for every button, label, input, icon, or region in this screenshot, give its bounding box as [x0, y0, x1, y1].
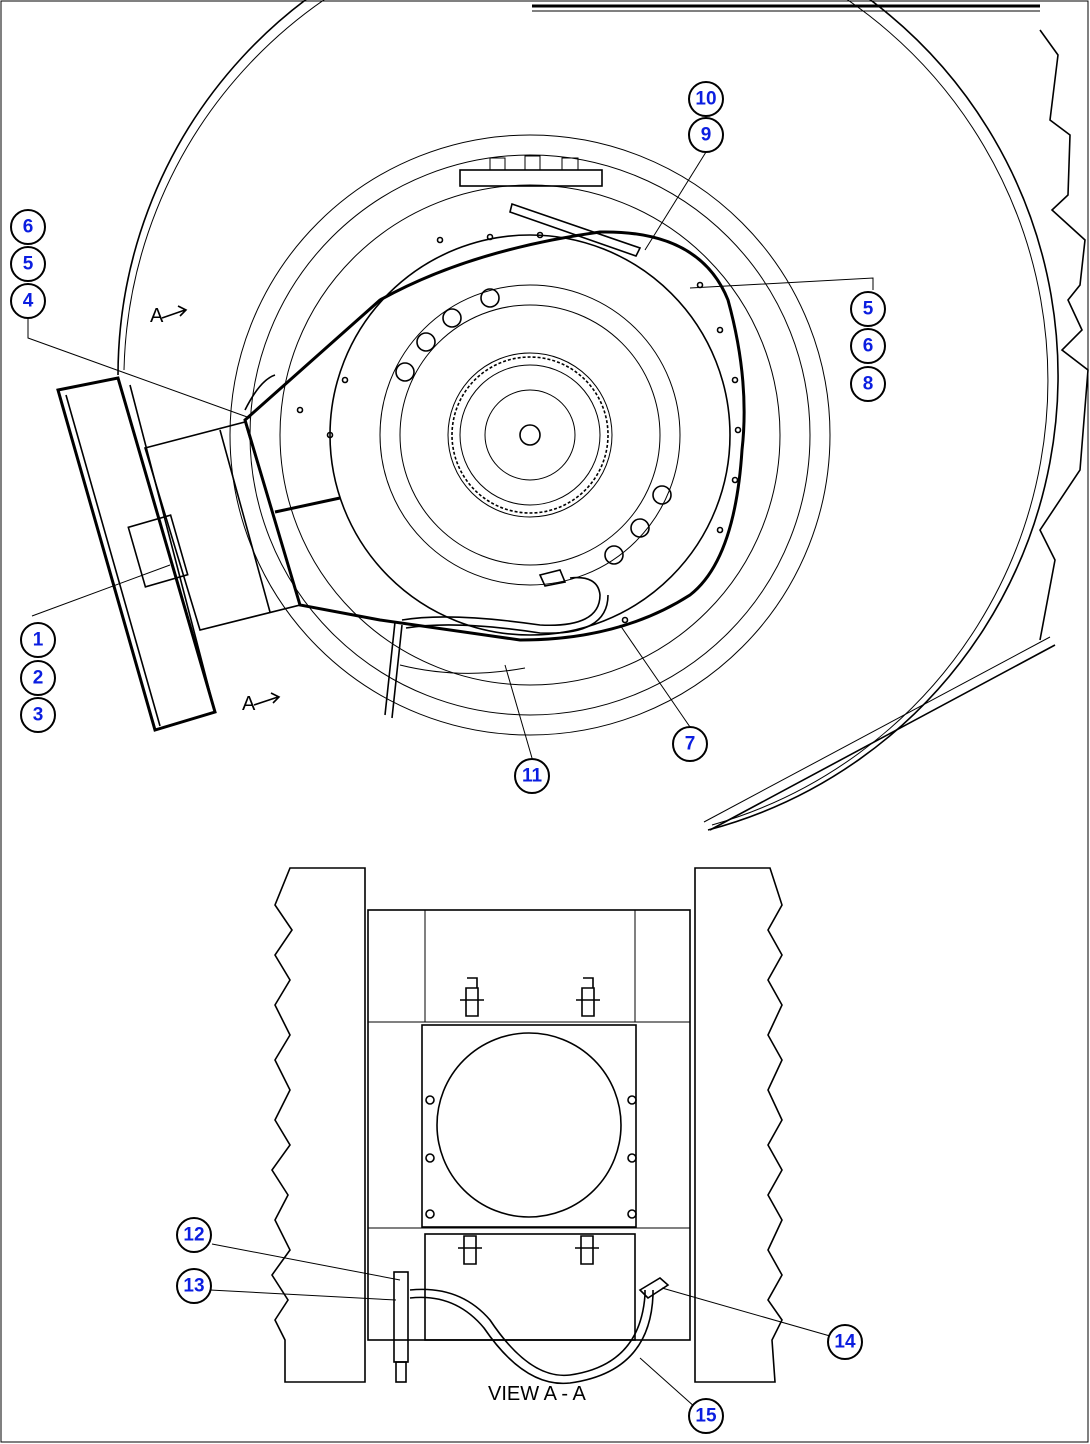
callout-3: 3	[20, 697, 56, 733]
callout-11: 11	[514, 758, 550, 794]
section-marker-lower-label: A	[242, 693, 256, 715]
callout-15-label: 15	[695, 1406, 717, 1427]
callout-13: 13	[176, 1268, 212, 1304]
callout-12: 12	[176, 1217, 212, 1253]
housing-bolts	[296, 231, 742, 624]
callout-15: 15	[688, 1398, 724, 1434]
callout-6-left-label: 6	[23, 217, 34, 238]
callout-7-label: 7	[685, 734, 696, 755]
callout-8-label: 8	[863, 374, 874, 395]
section-marker-lower: A	[242, 692, 281, 715]
section-marker-upper: A	[150, 305, 188, 327]
leader-lines	[27, 151, 874, 1409]
view-caption: VIEW A - A	[488, 1383, 586, 1405]
cover-plate	[56, 376, 341, 732]
callout-5-right: 5	[850, 291, 886, 327]
callout-9-label: 9	[701, 125, 712, 146]
callout-6-left: 6	[10, 209, 46, 245]
callout-5-left: 5	[10, 246, 46, 282]
callout-5-right-label: 5	[863, 299, 874, 320]
callout-7: 7	[672, 726, 708, 762]
callout-10-label: 10	[695, 89, 716, 110]
callout-6-right-label: 6	[863, 336, 874, 357]
callout-5-left-label: 5	[23, 254, 34, 275]
callout-14: 14	[827, 1324, 863, 1360]
callout-12-label: 12	[183, 1225, 204, 1246]
callout-1: 1	[20, 622, 56, 658]
callout-8: 8	[850, 366, 886, 402]
callout-1-label: 1	[33, 630, 44, 651]
callout-13-label: 13	[183, 1276, 204, 1297]
callout-2: 2	[20, 660, 56, 696]
bolt-holes	[395, 288, 672, 565]
section-marker-upper-label: A	[150, 305, 164, 327]
callout-3-label: 3	[33, 705, 44, 726]
callout-6-right: 6	[850, 328, 886, 364]
view-a-a	[271, 867, 783, 1385]
callout-4: 4	[10, 283, 46, 319]
clamp-fixtures	[458, 977, 600, 1265]
callout-4-label: 4	[23, 291, 34, 312]
callout-14-label: 14	[834, 1332, 856, 1353]
callout-9: 9	[688, 117, 724, 153]
flywheel-housing-view: A A	[56, 0, 1089, 831]
callout-10: 10	[688, 81, 724, 117]
callout-11-label: 11	[522, 766, 543, 787]
callout-2-label: 2	[33, 668, 44, 689]
